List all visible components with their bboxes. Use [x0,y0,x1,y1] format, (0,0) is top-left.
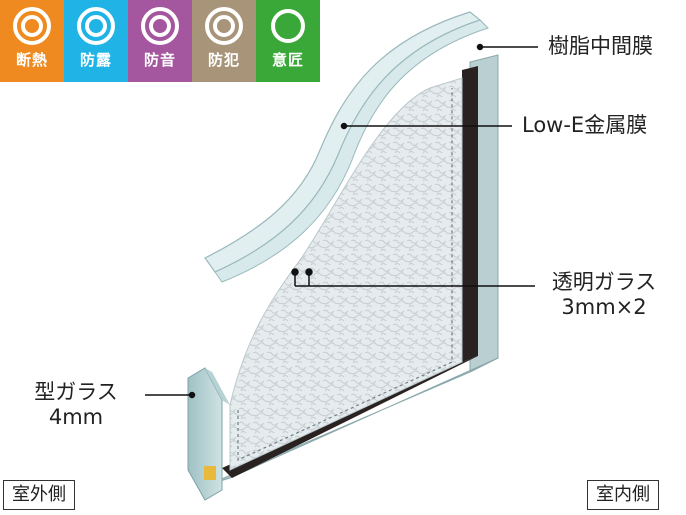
double-ring-icon [77,7,115,45]
badge-label: 防露 [79,51,112,69]
label-resin-film: 樹脂中間膜 [548,34,653,58]
badge-condensation: 防露 [64,0,128,82]
label-patterned-glass: 型ガラス 4mm [28,380,124,430]
curved-lowe-sheet [214,19,489,283]
feature-badges: 断熱 防露 防音 防犯 意匠 [0,0,320,82]
badge-soundproof: 防音 [128,0,192,82]
badge-label: 断熱 [15,51,48,69]
outdoor-side-label: 室外側 [3,480,75,510]
badge-design: 意匠 [256,0,320,82]
clear-glass-name: 透明ガラス [551,270,657,294]
patterned-glass-thickness: 4mm [48,405,104,430]
badge-label: 防犯 [207,51,240,69]
badge-insulation: 断熱 [0,0,64,82]
patterned-glass-name: 型ガラス [34,380,118,404]
label-clear-glass: 透明ガラス 3mm×2 [544,270,664,320]
double-ring-icon [13,7,51,45]
single-ring-icon [271,9,305,43]
double-ring-icon [141,7,179,45]
badge-security: 防犯 [192,0,256,82]
clear-glass-thickness: 3mm×2 [561,295,647,320]
label-lowe-film: Low-E金属膜 [522,113,648,137]
badge-label: 防音 [143,51,176,69]
double-ring-icon [205,7,243,45]
badge-label: 意匠 [271,51,304,69]
callout-lines [145,43,538,399]
indoor-side-label: 室内側 [587,480,659,510]
resin-seal [204,466,216,480]
spacer-outline [237,88,453,461]
patterned-glass-pane [229,77,463,471]
frame-edge [209,54,499,485]
